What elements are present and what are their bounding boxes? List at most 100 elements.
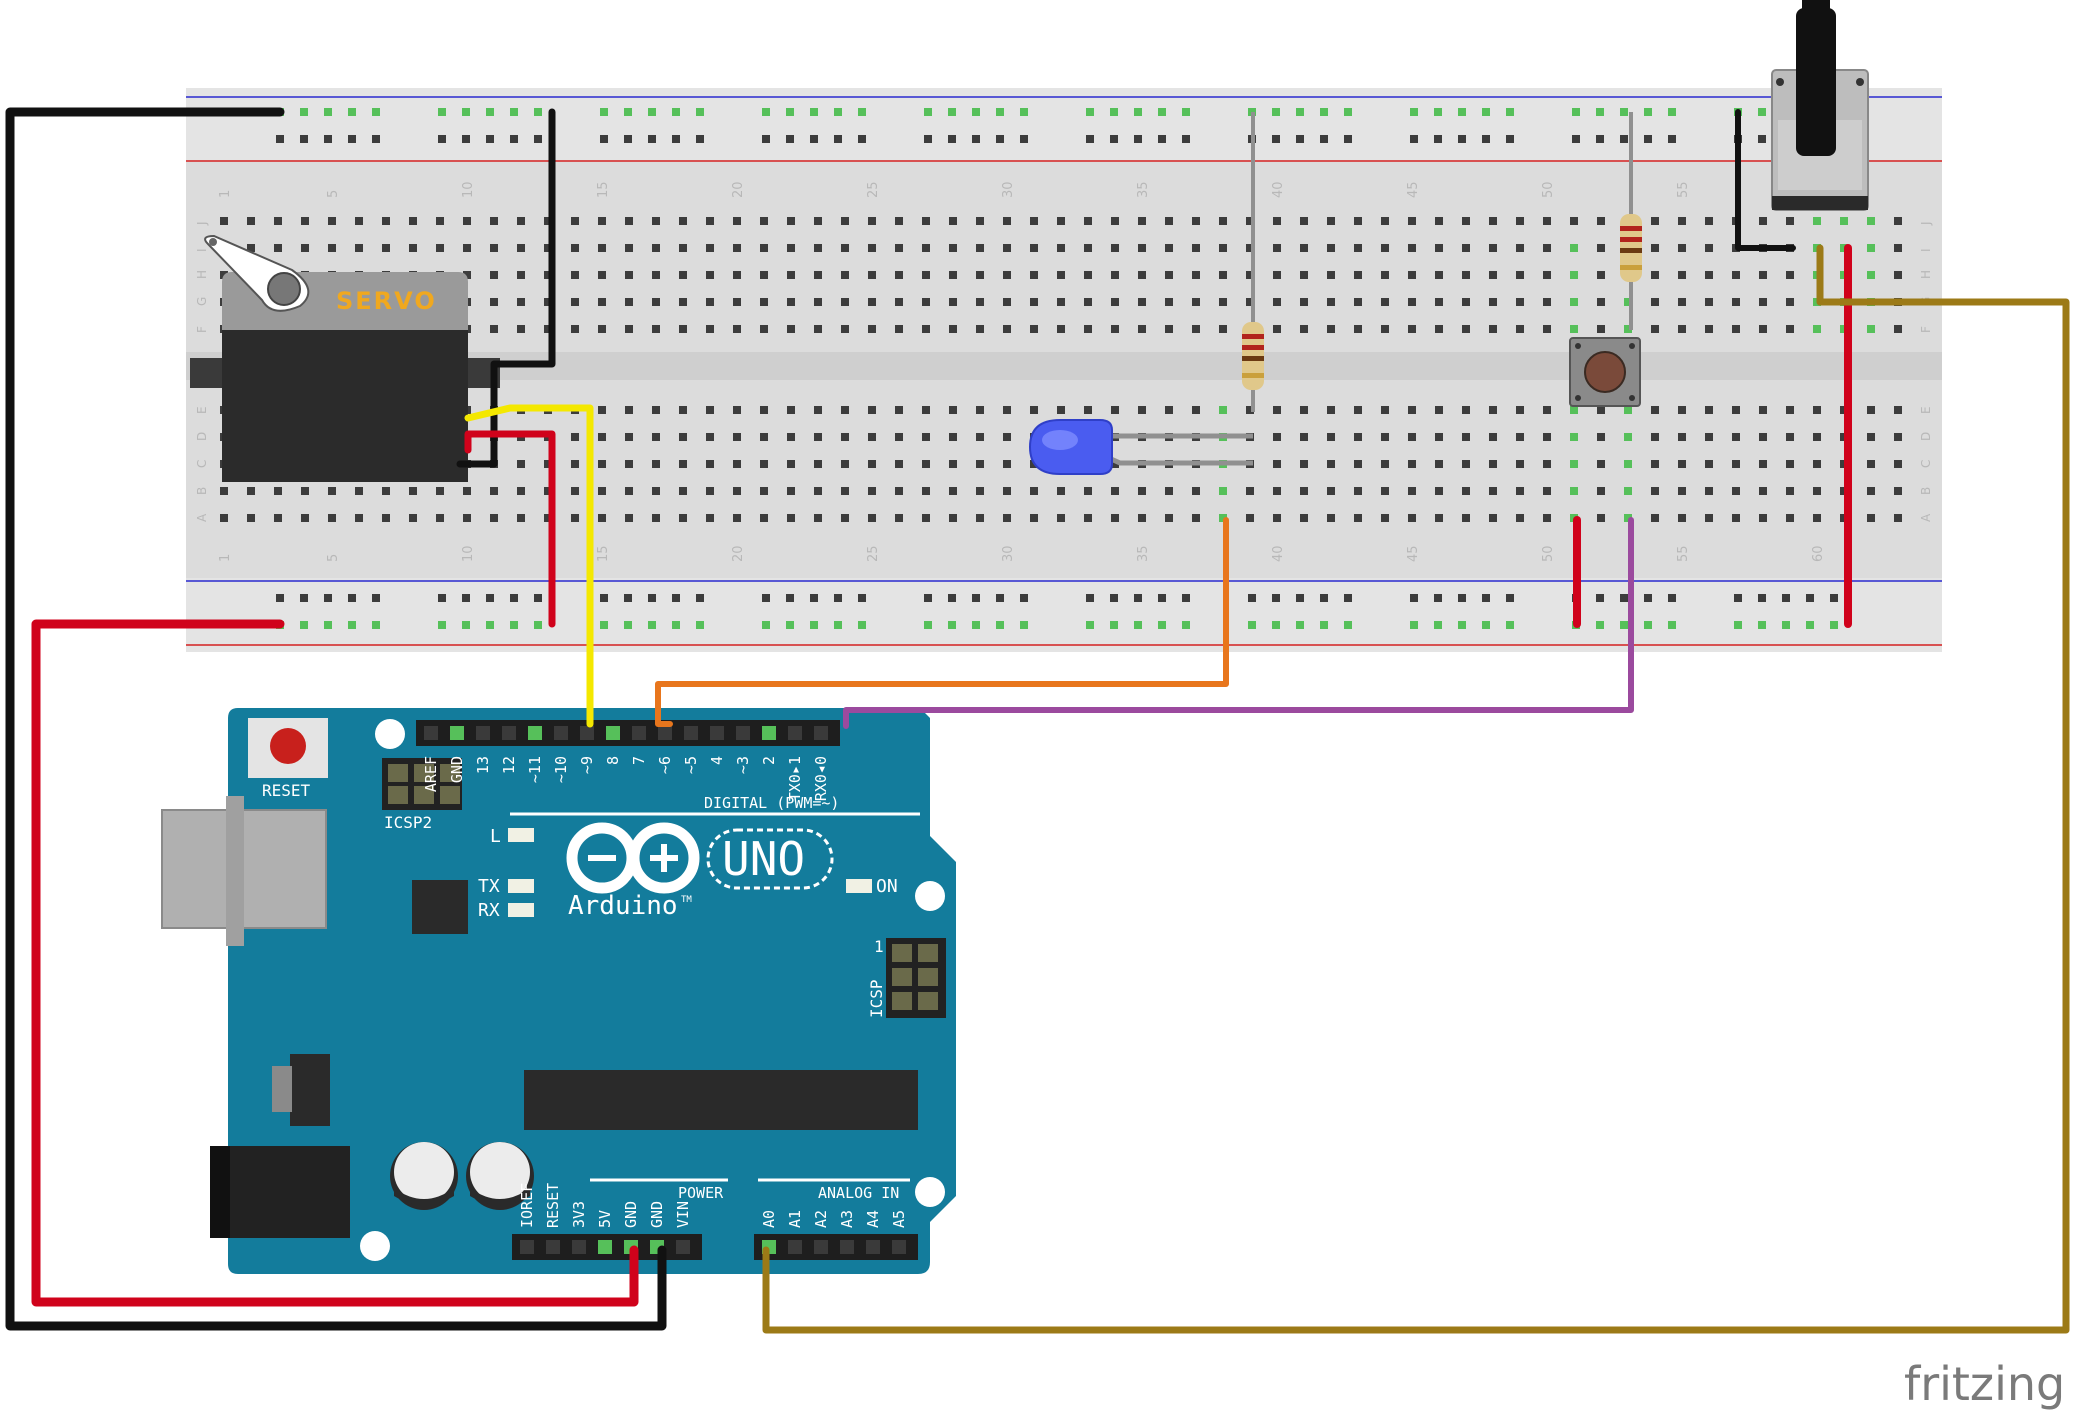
fritzing-watermark: fritzing [1904,1357,2065,1410]
breadboard-hole [1732,460,1740,468]
rail-hole [600,135,608,143]
breadboard-hole [1354,433,1362,441]
mounting-hole [915,881,945,911]
breadboard-hole [1705,244,1713,252]
column-number: 15 [596,545,611,562]
rail-hole [1434,108,1442,116]
rail-hole [486,621,494,629]
icsp-header [886,938,946,1018]
servo-label: SERVO [336,287,437,315]
rail-hole [534,135,542,143]
status-leds: L TX RX ON [478,826,898,921]
breadboard-hole [1543,217,1551,225]
rail-hole [1158,594,1166,602]
row-letter: D [195,432,209,441]
breadboard-hole [1327,487,1335,495]
row-letter: I [195,248,209,252]
rail-hole [1320,594,1328,602]
breadboard-hole [922,487,930,495]
rail-hole [438,108,446,116]
pushbutton-corner [1575,343,1581,349]
header-pin [572,1240,586,1254]
rail-hole [372,621,380,629]
breadboard-hole [706,325,714,333]
breadboard-hole [517,298,525,306]
breadboard-hole [1543,298,1551,306]
breadboard-hole [1678,244,1686,252]
led-resistor [1242,112,1264,412]
breadboard-hole [1192,406,1200,414]
breadboard-hole [1651,406,1659,414]
breadboard-hole [1300,487,1308,495]
rail-hole [348,621,356,629]
breadboard-hole [1624,406,1632,414]
breadboard-hole [1759,487,1767,495]
breadboard-hole [1084,325,1092,333]
column-number: 30 [1001,545,1016,562]
breadboard-hole [625,406,633,414]
breadboard-hole [895,406,903,414]
rail-hole [1596,594,1604,602]
breadboard-hole [625,487,633,495]
rail-hole [810,594,818,602]
voltage-regulator-tab [272,1066,292,1112]
breadboard-hole [1246,406,1254,414]
header-pin [892,1240,906,1254]
breadboard-hole [1867,325,1875,333]
breadboard-hole [1030,271,1038,279]
breadboard-hole [841,217,849,225]
breadboard-hole [571,244,579,252]
breadboard-hole [1057,514,1065,522]
breadboard-hole [355,514,363,522]
breadboard-hole [1300,406,1308,414]
header-pin [866,1240,880,1254]
breadboard-hole [1786,433,1794,441]
breadboard-hole [922,325,930,333]
rail-hole [300,108,308,116]
breadboard-hole [274,244,282,252]
breadboard-hole [1165,514,1173,522]
rail-hole [1344,621,1352,629]
breadboard-hole [1381,217,1389,225]
breadboard-hole [1165,217,1173,225]
rail-hole [1482,621,1490,629]
breadboard-hole [1273,433,1281,441]
row-letter: H [1919,270,1933,279]
breadboard-hole [247,514,255,522]
header-pin [788,1240,802,1254]
rail-hole [1596,621,1604,629]
capacitor [466,1142,534,1210]
breadboard-hole [679,487,687,495]
breadboard-hole [1003,460,1011,468]
rail-hole [696,621,704,629]
breadboard-hole [1219,217,1227,225]
rail-hole [1830,621,1838,629]
led-l [508,828,534,842]
rail-hole [834,108,842,116]
breadboard-hole [1354,217,1362,225]
header-pin [598,1240,612,1254]
breadboard-hole [1732,298,1740,306]
breadboard-hole [1111,298,1119,306]
rail-hole [972,594,980,602]
breadboard-hole [1138,298,1146,306]
rail-hole [1806,621,1814,629]
breadboard-hole [679,514,687,522]
wire-red-5v-outer [31,619,639,1307]
breadboard-hole [1867,217,1875,225]
rail-hole [1506,135,1514,143]
breadboard-hole [517,271,525,279]
breadboard-hole [760,244,768,252]
breadboard-hole [1165,244,1173,252]
rail-hole [600,108,608,116]
pin-label: 5V [596,1210,614,1228]
potentiometer-hole-left [1776,78,1784,86]
breadboard-hole [1489,298,1497,306]
rail-hole [1668,108,1676,116]
column-number: 10 [461,545,476,562]
rail-hole [1110,135,1118,143]
breadboard-hole [1057,406,1065,414]
rail-hole [1506,594,1514,602]
